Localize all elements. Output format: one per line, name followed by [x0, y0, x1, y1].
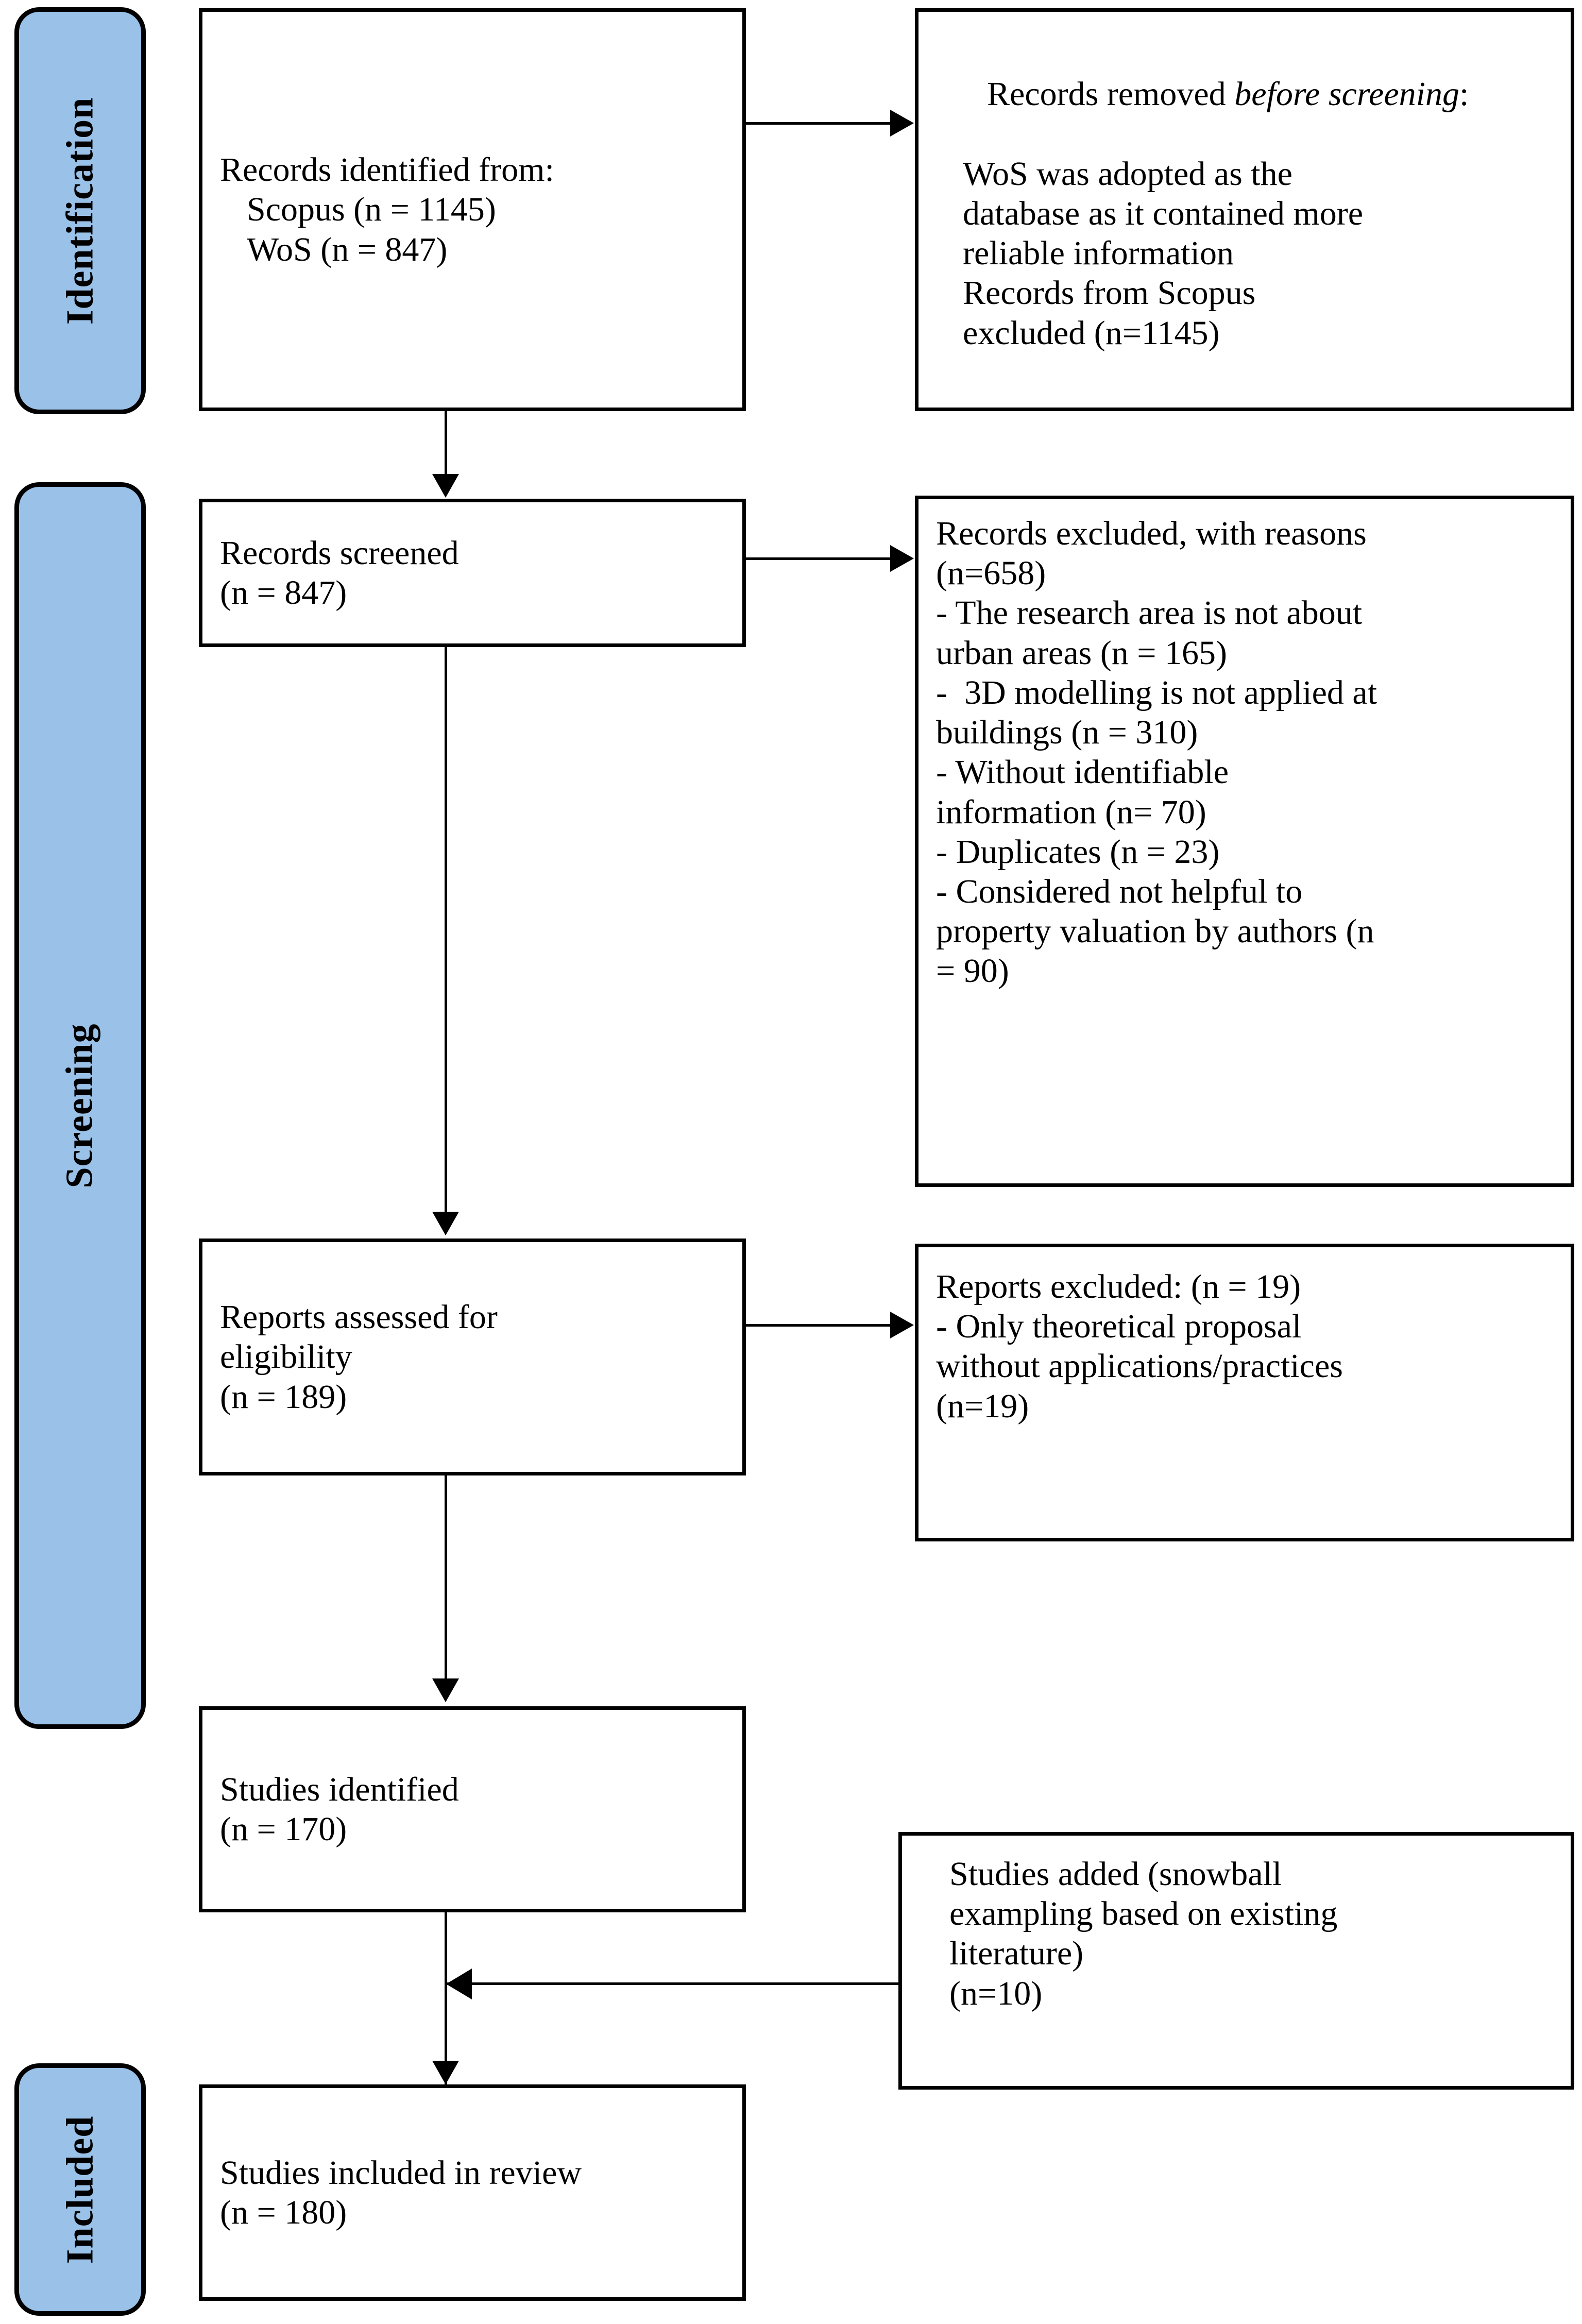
stage-label-included: Included — [59, 2115, 101, 2264]
connector-identified-to-screened — [445, 411, 447, 477]
records-excluded-line-11: property valuation by authors (n — [936, 912, 1374, 951]
records-excluded-line-8: information (n= 70) — [936, 793, 1206, 831]
connector-reports-to-excluded — [746, 1324, 893, 1327]
box-studies-identified: Studies identified (n = 170) — [199, 1706, 746, 1912]
box-studies-included: Studies included in review (n = 180) — [199, 2084, 746, 2301]
box-studies-added: Studies added (snowball exampling based … — [898, 1832, 1574, 2090]
connector-studies-identified-to-included — [445, 1912, 447, 2088]
records-excluded-line-10: - Considered not helpful to — [936, 872, 1303, 910]
connector-studies-added-to-spine — [446, 1982, 899, 1985]
records-excluded-line-1: Records excluded, with reasons — [936, 515, 1367, 552]
studies-added-line-2: exampling based on existing — [949, 1895, 1338, 1933]
arrowhead-screened-to-excluded — [890, 545, 914, 572]
records-screened-line-2: (n = 847) — [220, 574, 347, 612]
records-removed-suffix: : — [1459, 75, 1469, 113]
stage-pill-identification: Identification — [14, 7, 146, 414]
records-removed-line-2: WoS was adopted as the — [963, 155, 1292, 193]
records-excluded-line-6: buildings (n = 310) — [936, 714, 1198, 752]
records-excluded-line-12: = 90) — [936, 952, 1009, 990]
connector-reports-to-studies-identified — [445, 1475, 447, 1682]
records-excluded-line-7: - Without identifiable — [936, 753, 1229, 791]
records-excluded-line-2: (n=658) — [936, 554, 1046, 592]
records-removed-line-3: database as it contained more — [963, 194, 1364, 232]
records-excluded-line-5: - 3D modelling is not applied at — [936, 673, 1377, 711]
records-removed-prefix: Records removed — [987, 75, 1235, 113]
arrowhead-identified-to-screened — [432, 474, 459, 498]
records-identified-line-3: WoS (n = 847) — [247, 230, 448, 268]
arrowhead-reports-to-studies-identified — [432, 1678, 459, 1702]
connector-identified-to-removed — [746, 122, 893, 125]
reports-excluded-line-3: without applications/practices — [936, 1347, 1343, 1385]
reports-excluded-line-1: Reports excluded: (n = 19) — [936, 1268, 1301, 1305]
arrowhead-studies-identified-to-included — [432, 2061, 459, 2084]
records-removed-line-6: excluded (n=1145) — [963, 314, 1220, 352]
reports-assessed-line-3: (n = 189) — [220, 1378, 347, 1416]
studies-added-line-1: Studies added (snowball — [949, 1855, 1282, 1893]
records-removed-line-4: reliable information — [963, 234, 1234, 273]
box-records-screened: Records screened (n = 847) — [199, 499, 746, 647]
records-excluded-line-4: urban areas (n = 165) — [936, 634, 1227, 672]
studies-added-line-3: literature) — [949, 1935, 1084, 1973]
reports-assessed-line-2: eligibility — [220, 1338, 352, 1376]
records-excluded-line-3: - The research area is not about — [936, 594, 1363, 632]
stage-pill-included: Included — [14, 2063, 146, 2316]
arrowhead-reports-to-excluded — [890, 1312, 914, 1338]
studies-included-line-1: Studies included in review — [220, 2153, 582, 2192]
connector-screened-to-excluded — [746, 557, 893, 560]
box-records-excluded: Records excluded, with reasons (n=658) -… — [915, 496, 1574, 1187]
stage-pill-screening: Screening — [14, 482, 146, 1729]
reports-excluded-line-2: - Only theoretical proposal — [936, 1308, 1302, 1346]
reports-assessed-line-1: Reports assessed for — [220, 1298, 498, 1336]
arrowhead-identified-to-removed — [890, 110, 914, 137]
studies-included-line-2: (n = 180) — [220, 2194, 347, 2231]
box-records-identified: Records identified from: Scopus (n = 114… — [199, 8, 746, 411]
stage-label-identification: Identification — [59, 97, 101, 325]
arrowhead-screened-to-reports — [432, 1212, 459, 1235]
studies-added-line-4: (n=10) — [949, 1974, 1043, 2012]
records-screened-line-1: Records screened — [220, 534, 459, 572]
box-reports-excluded: Reports excluded: (n = 19) - Only theore… — [915, 1244, 1574, 1541]
records-removed-line-1: Records removed before screening: — [936, 35, 1555, 154]
studies-identified-line-2: (n = 170) — [220, 1810, 347, 1848]
stage-label-screening: Screening — [59, 1023, 101, 1189]
connector-screened-to-reports — [445, 647, 447, 1214]
records-removed-line-5: Records from Scopus — [963, 274, 1256, 312]
records-identified-line-2: Scopus (n = 1145) — [247, 191, 496, 229]
reports-excluded-line-4: (n=19) — [936, 1387, 1029, 1425]
arrowhead-studies-added-to-spine — [446, 1969, 472, 1999]
box-records-removed: Records removed before screening: WoS wa… — [915, 8, 1574, 411]
records-excluded-line-9: - Duplicates (n = 23) — [936, 833, 1220, 871]
records-removed-italic: before screening — [1234, 75, 1459, 113]
box-reports-assessed: Reports assessed for eligibility (n = 18… — [199, 1239, 746, 1475]
records-identified-line-1: Records identified from: — [220, 151, 554, 189]
studies-identified-line-1: Studies identified — [220, 1770, 459, 1808]
